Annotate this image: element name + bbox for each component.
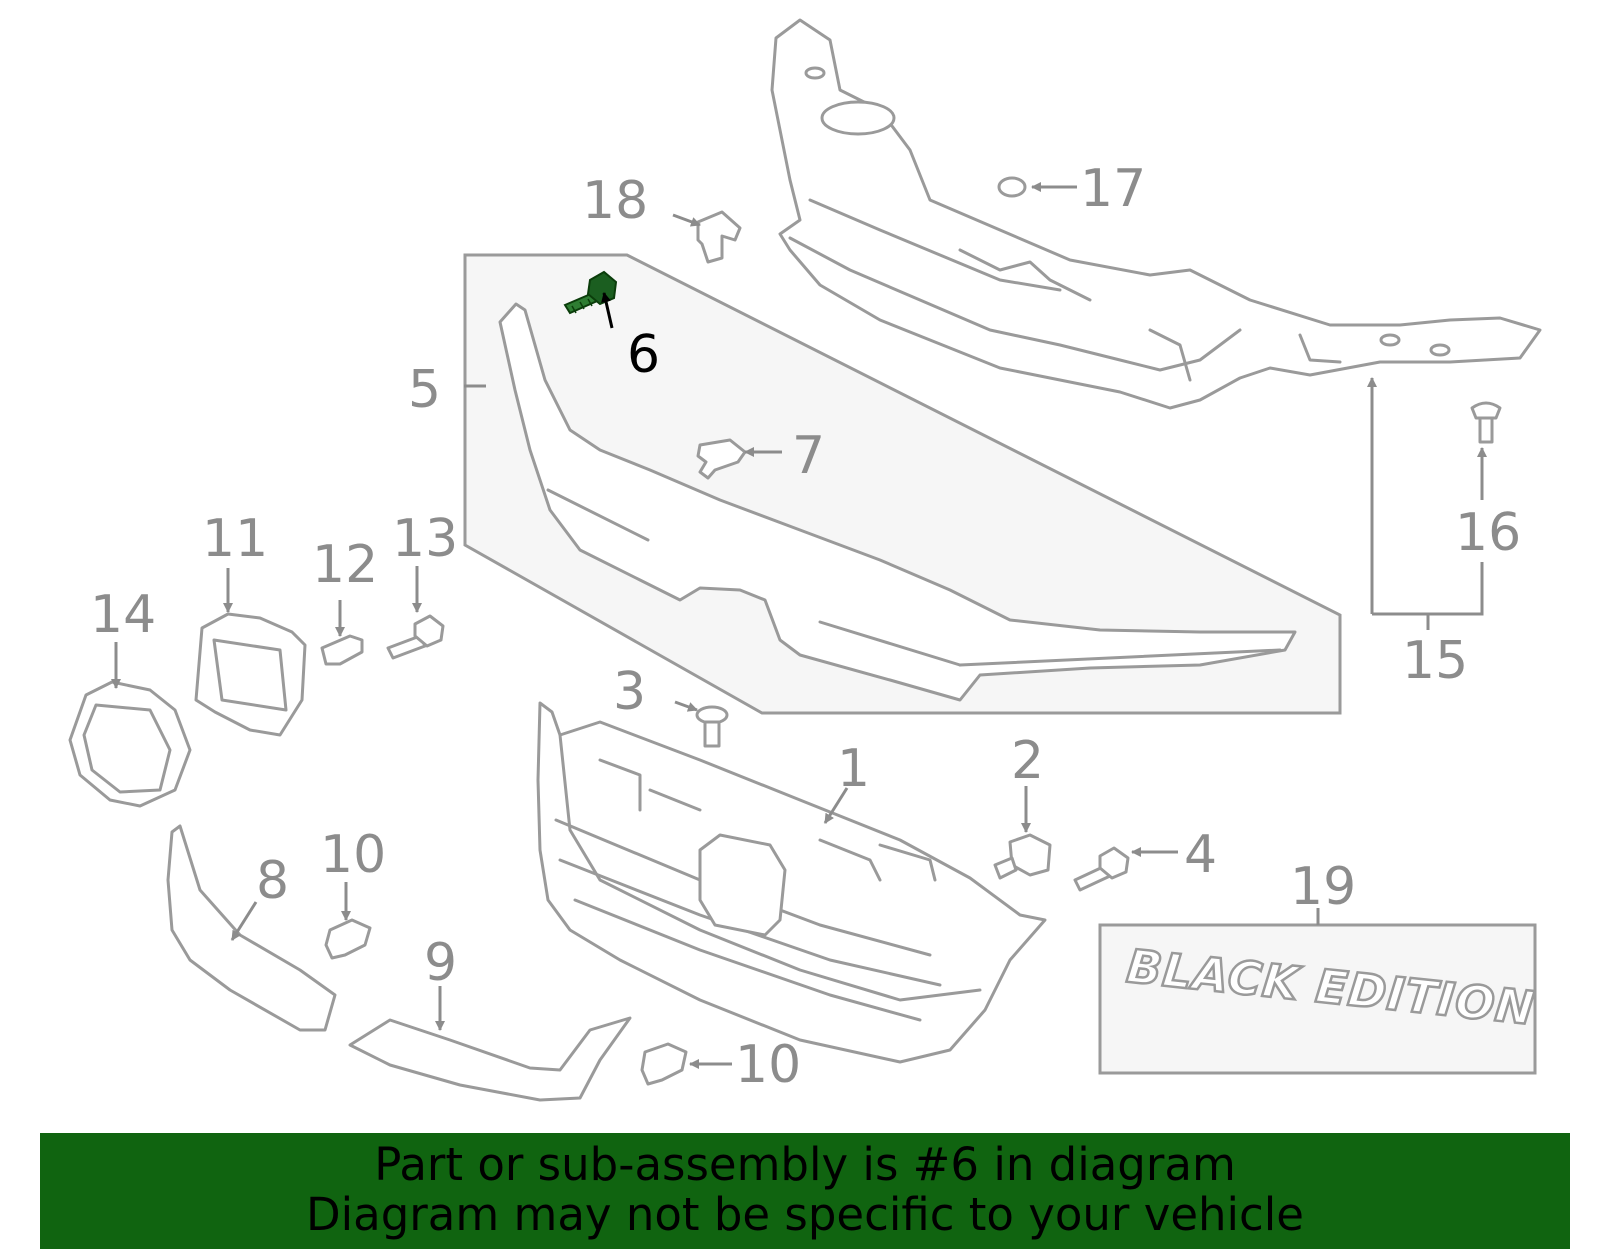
callout-13: 13 — [392, 509, 458, 569]
callout-7: 7 — [792, 426, 825, 486]
callout-1: 1 — [837, 739, 870, 799]
callout-4: 4 — [1184, 825, 1217, 885]
grommet-part — [997, 176, 1027, 198]
screw-part-3 — [695, 705, 729, 748]
callout-16: 16 — [1455, 503, 1521, 563]
clip-part-10-lower — [640, 1042, 688, 1086]
emblem-box — [1098, 923, 1537, 1075]
callout-8: 8 — [256, 851, 289, 911]
banner-line-2: Diagram may not be specific to your vehi… — [306, 1188, 1304, 1241]
callout-6: 6 — [627, 325, 660, 385]
bolt-part-13 — [386, 614, 445, 660]
clip-part-12 — [320, 634, 364, 666]
callout-17: 17 — [1080, 159, 1146, 219]
callout-12: 12 — [312, 535, 378, 595]
screw-part-16 — [1470, 401, 1502, 444]
callout-18: 18 — [582, 171, 648, 231]
bracket-part-11 — [194, 612, 307, 737]
callout-10-lower: 10 — [735, 1035, 801, 1095]
callout-14: 14 — [90, 585, 156, 645]
side-molding-part-8 — [166, 824, 337, 1032]
callout-9: 9 — [424, 933, 457, 993]
upper-garnish-molding-part — [498, 302, 1297, 702]
callout-3: 3 — [613, 662, 646, 722]
callout-2: 2 — [1011, 731, 1044, 791]
info-banner: Part or sub-assembly is #6 in diagram Di… — [40, 1133, 1570, 1249]
housing-part-14 — [68, 680, 192, 808]
callout-5: 5 — [408, 360, 441, 420]
lower-molding-part-9 — [348, 1016, 632, 1102]
callout-11: 11 — [202, 509, 268, 569]
clip-part-18 — [696, 210, 742, 264]
upper-support-beam-part — [770, 18, 1542, 410]
callout-15: 15 — [1402, 631, 1468, 691]
clip-part-10-upper — [324, 918, 372, 960]
banner-line-1: Part or sub-assembly is #6 in diagram — [374, 1138, 1236, 1191]
callout-10-upper: 10 — [320, 825, 386, 885]
callout-19: 19 — [1290, 857, 1356, 917]
clip-part-2 — [993, 833, 1052, 880]
clip-part-7 — [696, 438, 747, 480]
front-grille-part — [536, 701, 1047, 1064]
bolt-part-4 — [1073, 846, 1130, 892]
